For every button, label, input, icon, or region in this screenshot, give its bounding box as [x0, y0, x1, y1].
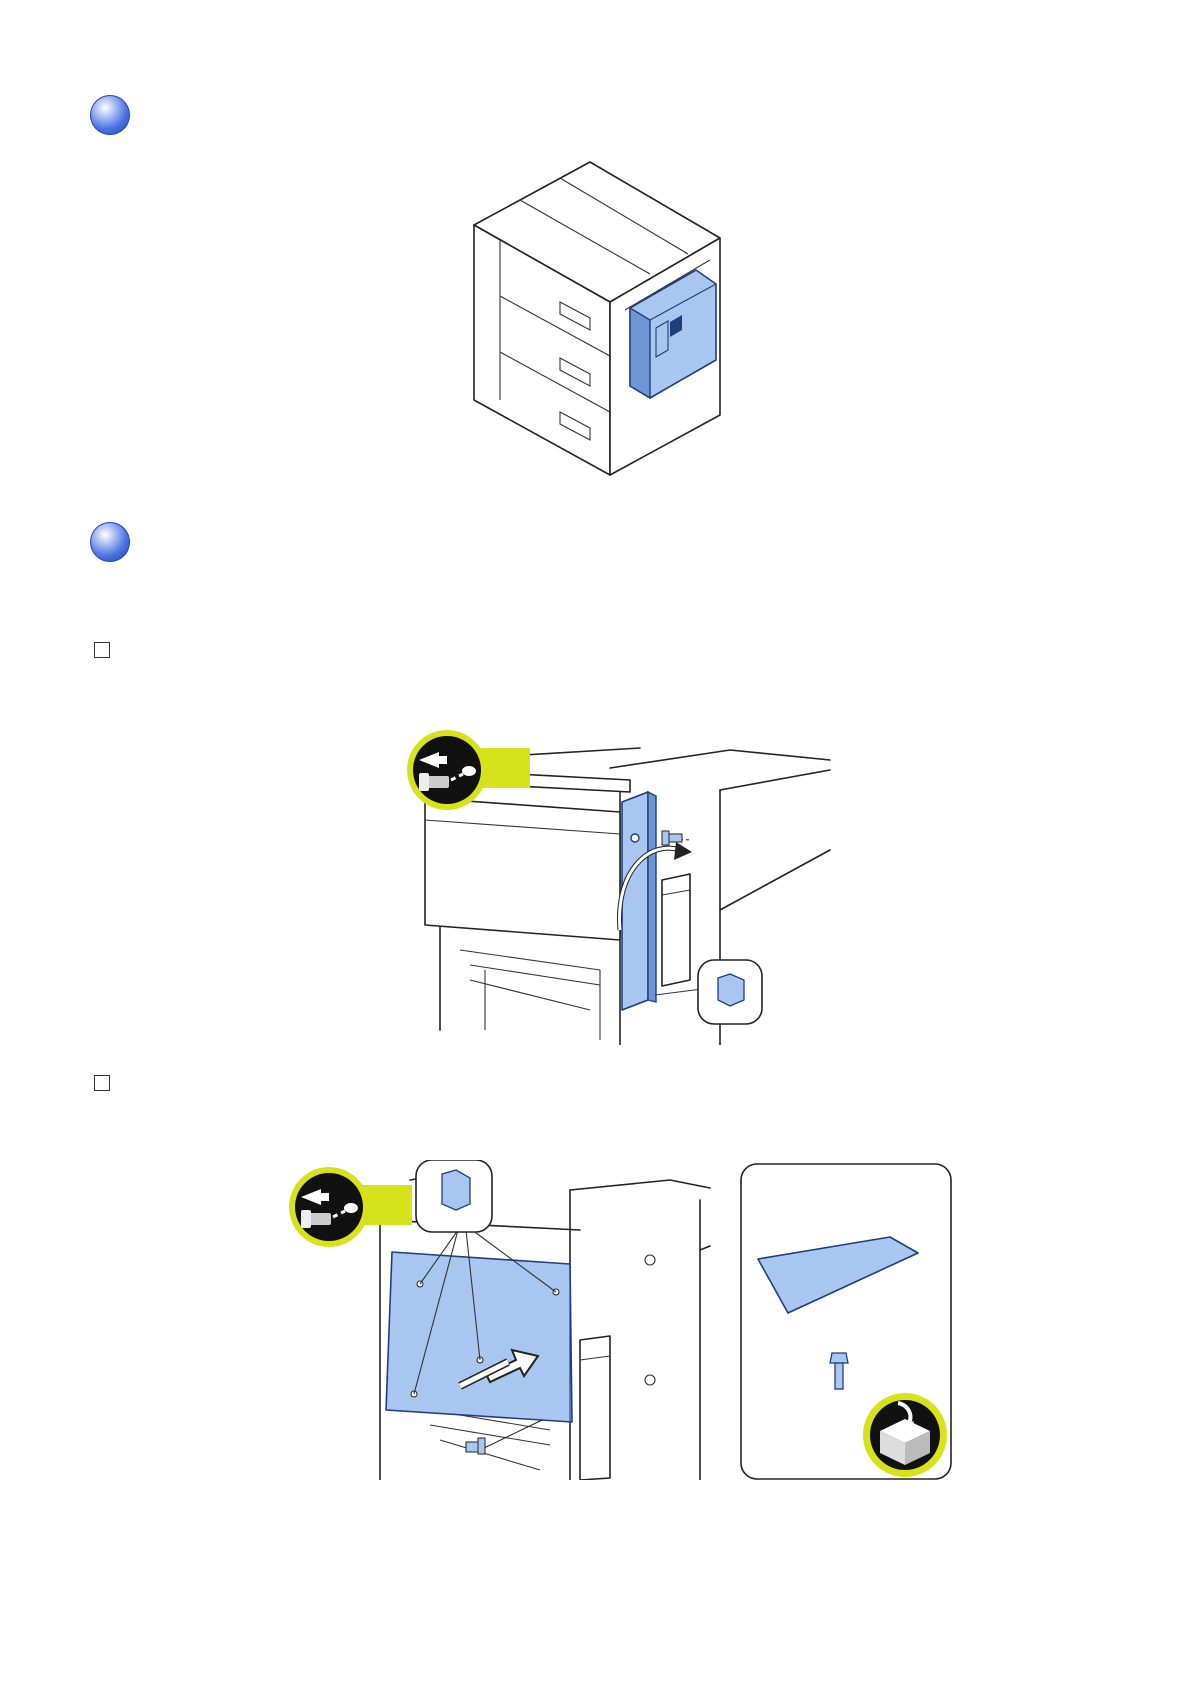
store-in-box-icon [863, 1393, 947, 1477]
hook-icon [416, 1160, 492, 1232]
procedure-bullet [90, 522, 130, 562]
hook-icon [698, 960, 762, 1024]
step-1-remove-screw-icon [405, 728, 535, 814]
machine-overview-illustration [460, 160, 740, 480]
location-bullet [90, 95, 130, 135]
step-1-checkbox[interactable] [94, 642, 110, 658]
step-2-checkbox[interactable] [94, 1075, 110, 1091]
removed-parts-panel [740, 1163, 955, 1483]
step-2-remove-screw-icon [287, 1165, 417, 1251]
screw-icon [466, 1438, 485, 1454]
